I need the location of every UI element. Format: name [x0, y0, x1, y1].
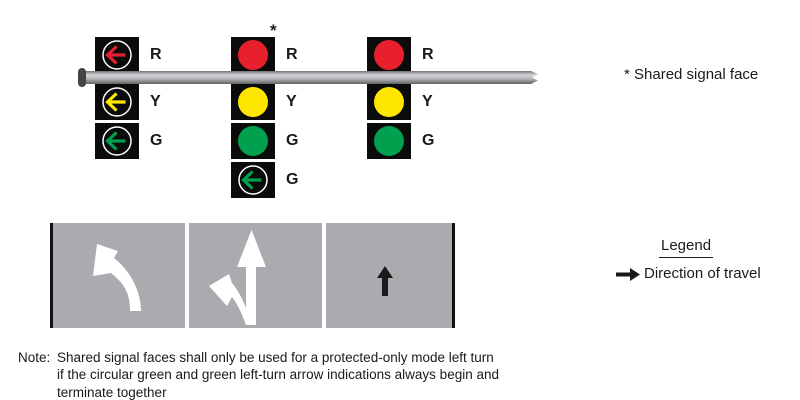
note-line-1: Shared signal faces shall only be used f… [57, 350, 494, 365]
lane-divider-line [322, 223, 326, 328]
middle-signal-green-section [231, 123, 275, 159]
left-signal-red-arrow-section [95, 37, 139, 73]
shared-face-asterisk: * [270, 21, 277, 40]
lens-outline [102, 40, 132, 70]
middle-signal-red-section [231, 37, 275, 73]
lens-outline [102, 87, 132, 117]
road-right-edge-line [452, 223, 455, 328]
middle-signal-label-g-arrow: G [286, 171, 299, 188]
right-signal-yellow-section [367, 84, 411, 120]
middle-signal-yellow-section [231, 84, 275, 120]
yellow-ball-lens [238, 87, 268, 117]
left-turn-arrow-shape [93, 244, 141, 311]
yellow-ball-icon [374, 87, 404, 117]
right-signal-green-section [367, 123, 411, 159]
yellow-left-arrow-glyph [105, 92, 126, 112]
note-line-3: terminate together [57, 384, 167, 400]
note-line-2: if the circular green and green left-tur… [57, 367, 499, 383]
shared-left-through-arrow-marking-icon [209, 230, 266, 325]
lens-outline [102, 126, 132, 156]
yellow-ball-icon [238, 87, 268, 117]
middle-signal-label-y: Y [286, 93, 297, 110]
middle-signal-label-r: R [286, 46, 298, 63]
direction-of-travel-arrow-icon [377, 266, 393, 296]
right-signal-label-g: G [422, 132, 435, 149]
shared-signal-face-annotation: * Shared signal face [624, 66, 759, 83]
left-signal-label-y: Y [150, 93, 161, 110]
green-left-arrow-glyph [105, 131, 126, 151]
left-turn-arrow-marking-icon [93, 244, 141, 311]
green-ball-lens [374, 126, 404, 156]
red-left-arrow-glyph [105, 45, 126, 65]
legend-title: Legend [659, 237, 714, 258]
yellow-ball-lens [374, 87, 404, 117]
left-branch-arrow-shape [209, 274, 246, 325]
green-left-arrow-icon [102, 126, 132, 156]
middle-signal-label-g: G [286, 132, 299, 149]
lens-outline [238, 165, 268, 195]
through-arrow-shape [237, 230, 266, 325]
red-left-arrow-icon [102, 40, 132, 70]
green-ball-lens [238, 126, 268, 156]
left-signal-green-arrow-section [95, 123, 139, 159]
red-ball-icon [238, 40, 268, 70]
red-ball-icon [374, 40, 404, 70]
mast-arm-pole [84, 71, 538, 84]
note-body: Shared signal faces shall only be used f… [57, 349, 499, 400]
green-ball-icon [374, 126, 404, 156]
legend-item-label: Direction of travel [644, 265, 761, 282]
right-signal-red-section [367, 37, 411, 73]
green-ball-icon [238, 126, 268, 156]
left-signal-yellow-arrow-section [95, 84, 139, 120]
lane-divider-line [185, 223, 189, 328]
left-signal-label-g: G [150, 132, 163, 149]
red-ball-lens [238, 40, 268, 70]
middle-signal-green-arrow-section [231, 162, 275, 198]
right-signal-label-y: Y [422, 93, 433, 110]
right-signal-label-r: R [422, 46, 434, 63]
left-signal-label-r: R [150, 46, 162, 63]
green-left-arrow-glyph [241, 170, 262, 190]
mast-arm-end-cap [78, 68, 86, 87]
red-ball-lens [374, 40, 404, 70]
road-left-edge-line [50, 223, 53, 328]
right-arrow-icon [616, 268, 640, 281]
yellow-left-arrow-icon [102, 87, 132, 117]
up-arrow-shape [377, 266, 393, 296]
note-prefix: Note: [18, 350, 51, 365]
green-left-arrow-icon [238, 165, 268, 195]
right-arrow-shape [616, 268, 640, 281]
